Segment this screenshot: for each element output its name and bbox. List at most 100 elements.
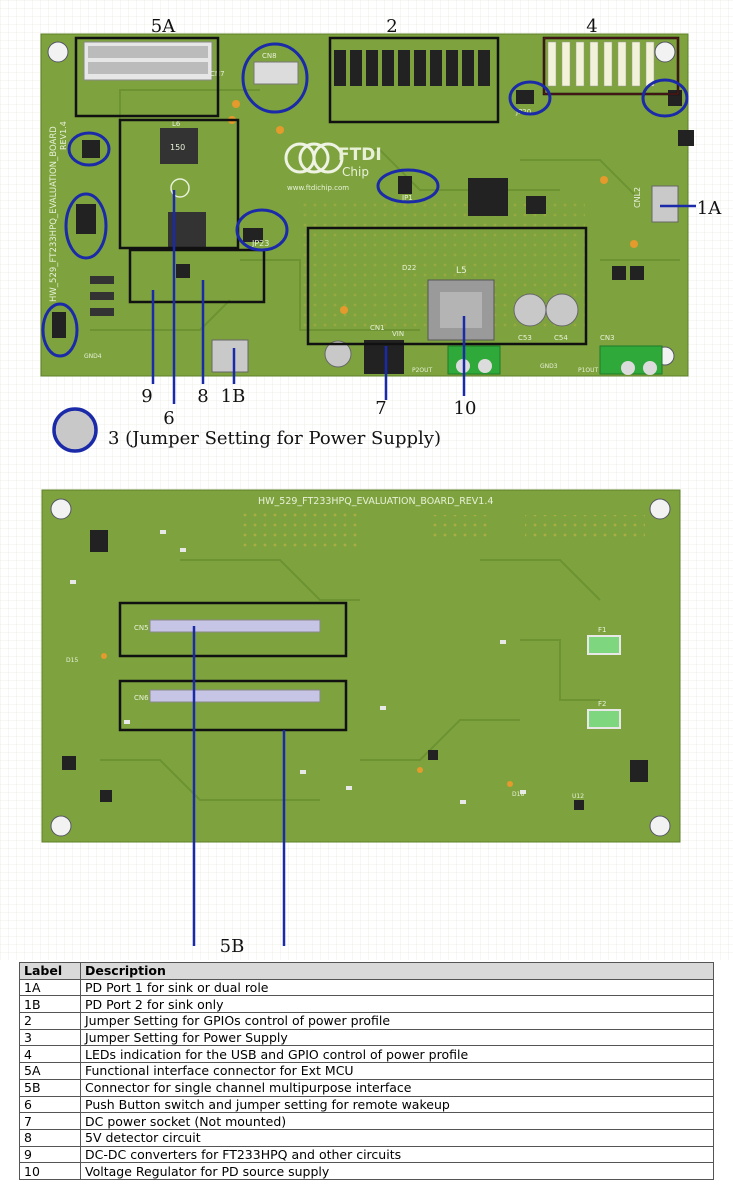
region-boxes-bottom xyxy=(118,601,348,732)
usb-c-port-cnl2 xyxy=(651,185,679,223)
row-description: Connector for single channel multipurpos… xyxy=(80,1078,714,1097)
box-2 xyxy=(328,36,500,124)
ftdi-logo-text: FTDI xyxy=(338,145,382,165)
capacitor xyxy=(324,340,352,368)
silk-f1: F1 xyxy=(598,626,606,634)
mounting-hole xyxy=(50,815,72,837)
row-description: PD Port 1 for sink or dual role xyxy=(80,978,714,997)
header-label: Label xyxy=(19,962,81,980)
row-label: 6 xyxy=(19,1095,81,1114)
board-figure: CN7 CN8 JP23 J xyxy=(0,0,733,960)
row-description: 5V detector circuit xyxy=(80,1128,714,1147)
row-label: 2 xyxy=(19,1012,81,1030)
mounting-hole xyxy=(649,498,671,520)
box-5B-cn5 xyxy=(118,601,348,658)
leader-lines-top xyxy=(151,190,696,404)
header-description: Description xyxy=(80,962,714,980)
cn8-connector xyxy=(253,61,299,85)
silk-d18: D18 xyxy=(512,791,524,798)
silk-c53: C53 xyxy=(518,334,532,342)
marker-ellipse xyxy=(41,302,79,358)
row-label: 1A xyxy=(19,978,81,997)
jumper-block xyxy=(243,228,263,242)
board-bottom-title: HW_529_FT233HPQ_EVALUATION_BOARD_REV1.4 xyxy=(258,496,493,507)
marker-ellipse xyxy=(64,192,108,260)
jumper-block xyxy=(52,312,66,338)
silk-cn3: CN3 xyxy=(600,334,615,342)
silk-vin: VIN xyxy=(392,330,404,338)
row-label: 1B xyxy=(19,995,81,1014)
jumper-block xyxy=(82,140,100,158)
marker-ellipse xyxy=(641,78,689,118)
callout-5A: 5A xyxy=(151,16,176,37)
bottom-board: HW_529_FT233HPQ_EVALUATION_BOARD_REV1.4 … xyxy=(41,489,681,843)
jumper-block xyxy=(516,90,534,104)
silk-gnd4: GND4 xyxy=(84,353,102,360)
row-label: 3 xyxy=(19,1028,81,1047)
dc-power-socket xyxy=(364,340,404,374)
jumper-block xyxy=(76,204,96,234)
row-label: 9 xyxy=(19,1145,81,1164)
mounting-hole xyxy=(50,498,72,520)
mounting-hole xyxy=(654,41,676,63)
silk-jp1: JP1 xyxy=(401,194,413,202)
marker-ellipse xyxy=(67,131,111,167)
jumper-block xyxy=(398,176,412,194)
silk-p1out: P1OUT xyxy=(578,367,599,374)
terminal-block-p2out xyxy=(447,345,501,375)
jumper-block xyxy=(678,130,694,146)
silk-l6: L6 xyxy=(172,120,181,128)
push-button xyxy=(170,178,190,198)
silk-p2out: P2OUT xyxy=(412,367,433,374)
ftdi-logo: FTDI Chip www.ftdichip.com xyxy=(284,136,382,192)
legend-header-row: Label Description xyxy=(19,962,714,980)
silk-gnd3: GND3 xyxy=(540,363,558,370)
box-5B-cn6 xyxy=(118,679,348,732)
capacitor-c54 xyxy=(545,293,579,327)
callout-8: 8 xyxy=(197,386,208,407)
silk-cn6: CN6 xyxy=(134,694,149,702)
row-description: Push Button switch and jumper setting fo… xyxy=(80,1095,714,1114)
callout-10: 10 xyxy=(454,398,477,419)
callout-9: 9 xyxy=(141,386,152,407)
ic xyxy=(90,530,108,552)
marker-ellipse xyxy=(508,80,552,116)
marker-ellipse xyxy=(376,168,440,204)
row-description: Voltage Regulator for PD source supply xyxy=(80,1162,714,1180)
row-description: Jumper Setting for Power Supply xyxy=(80,1028,714,1047)
silk-c54: C54 xyxy=(554,334,568,342)
row-label: 7 xyxy=(19,1112,81,1130)
board-side-title: HW_529_FT233HPQ_EVALUATION_BOARD xyxy=(49,126,59,302)
board-version: REV1.4 xyxy=(59,121,68,150)
row-description: DC power socket (Not mounted) xyxy=(80,1112,714,1130)
mounting-hole xyxy=(649,815,671,837)
silk-150: 150 xyxy=(170,143,185,152)
box-5A xyxy=(74,36,220,118)
marker-ellipse xyxy=(241,42,309,114)
row-label: 4 xyxy=(19,1045,81,1064)
inductor-l6 xyxy=(160,128,198,164)
cn6-header xyxy=(149,689,321,703)
silk-d15: D15 xyxy=(66,657,78,664)
top-board: CN7 CN8 JP23 J xyxy=(40,33,694,377)
row-description: LEDs indication for the USB and GPIO con… xyxy=(80,1045,714,1064)
key-circle xyxy=(52,407,98,453)
silk-cn5: CN5 xyxy=(134,624,149,632)
ft233hpq-chip xyxy=(468,178,508,216)
silk-cn8: CN8 xyxy=(262,52,277,60)
silk-cn1: CN1 xyxy=(370,324,385,332)
usb-c-port-cn1 xyxy=(211,339,249,373)
box-6 xyxy=(118,118,240,250)
callout-1A: 1A xyxy=(697,198,722,219)
marker-ellipse xyxy=(235,208,289,252)
